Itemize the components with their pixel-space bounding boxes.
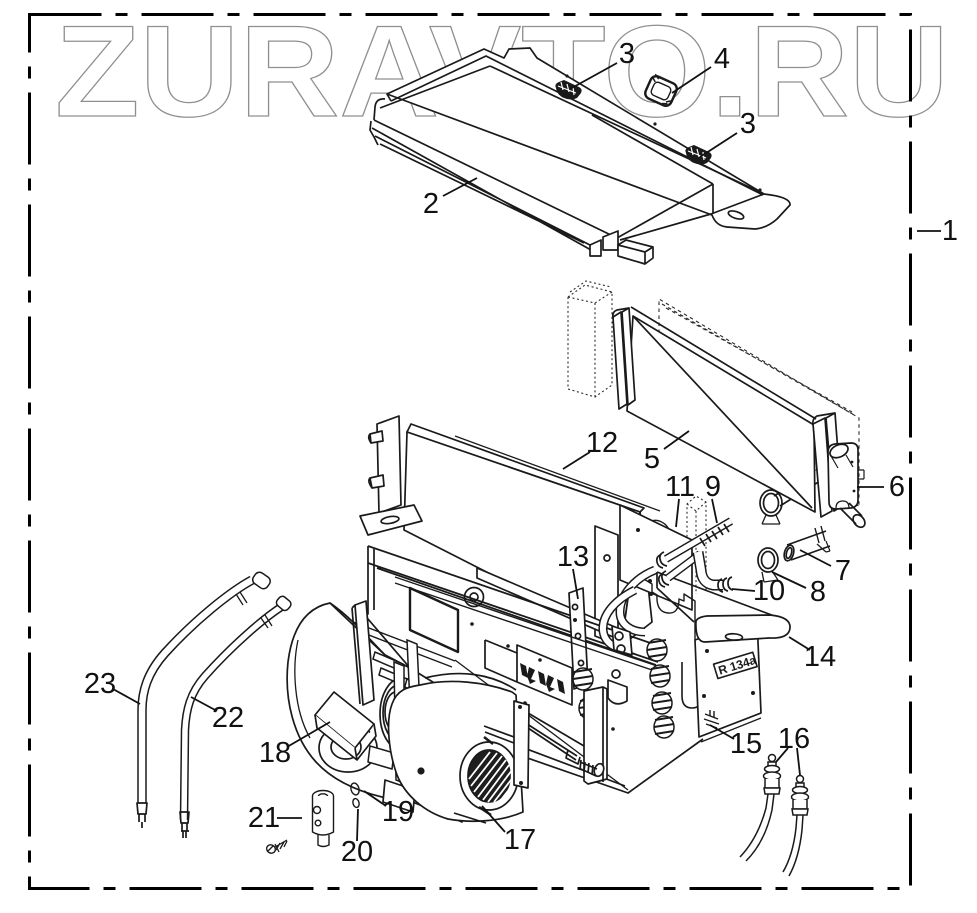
svg-text:19: 19 — [382, 796, 414, 828]
svg-text:13: 13 — [557, 541, 589, 573]
svg-text:5: 5 — [644, 443, 660, 475]
svg-text:21: 21 — [248, 802, 280, 834]
svg-text:3: 3 — [740, 108, 756, 140]
svg-text:14: 14 — [804, 641, 836, 673]
svg-text:17: 17 — [504, 824, 536, 856]
svg-text:9: 9 — [705, 471, 721, 503]
svg-text:16: 16 — [778, 723, 810, 755]
svg-text:11: 11 — [665, 471, 695, 503]
svg-text:18: 18 — [259, 737, 291, 769]
svg-text:4: 4 — [714, 43, 730, 75]
svg-text:15: 15 — [730, 728, 762, 760]
svg-text:2: 2 — [423, 188, 439, 220]
svg-text:23: 23 — [84, 668, 116, 700]
svg-text:22: 22 — [212, 702, 244, 734]
svg-text:8: 8 — [810, 576, 826, 608]
svg-text:6: 6 — [889, 471, 905, 503]
svg-text:3: 3 — [619, 38, 635, 70]
svg-text:1: 1 — [942, 215, 958, 247]
svg-text:10: 10 — [753, 575, 785, 607]
svg-text:12: 12 — [586, 427, 618, 459]
svg-text:20: 20 — [341, 836, 373, 868]
svg-text:7: 7 — [835, 555, 851, 587]
